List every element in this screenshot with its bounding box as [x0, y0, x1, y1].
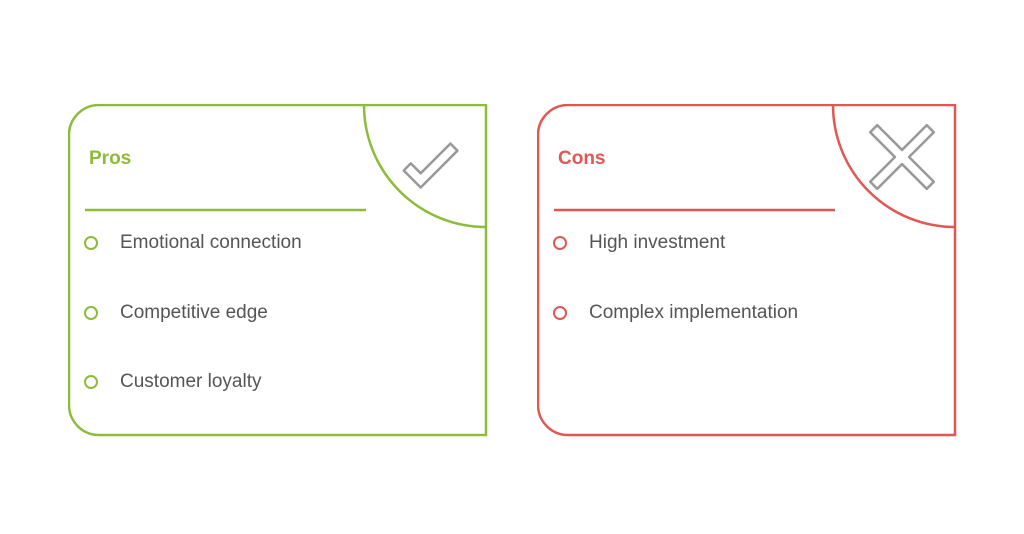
circle-bullet-icon — [553, 236, 567, 250]
list-item: Emotional connection — [84, 232, 302, 254]
cons-card-frame — [537, 104, 957, 437]
list-item: Complex implementation — [553, 302, 798, 324]
circle-bullet-icon — [84, 306, 98, 320]
cons-title: Cons — [558, 148, 606, 169]
pros-title: Pros — [89, 148, 132, 169]
circle-bullet-icon — [84, 375, 98, 389]
cons-card: Cons High investment Complex implementat… — [537, 104, 957, 437]
list-item: Competitive edge — [84, 302, 268, 324]
pros-card-frame — [68, 104, 488, 437]
circle-bullet-icon — [553, 306, 567, 320]
x-icon — [868, 123, 936, 191]
pros-card: Pros Emotional connection Competitive ed… — [68, 104, 488, 437]
list-item: High investment — [553, 232, 725, 254]
check-icon — [402, 142, 459, 189]
list-item: Customer loyalty — [84, 371, 262, 393]
circle-bullet-icon — [84, 236, 98, 250]
